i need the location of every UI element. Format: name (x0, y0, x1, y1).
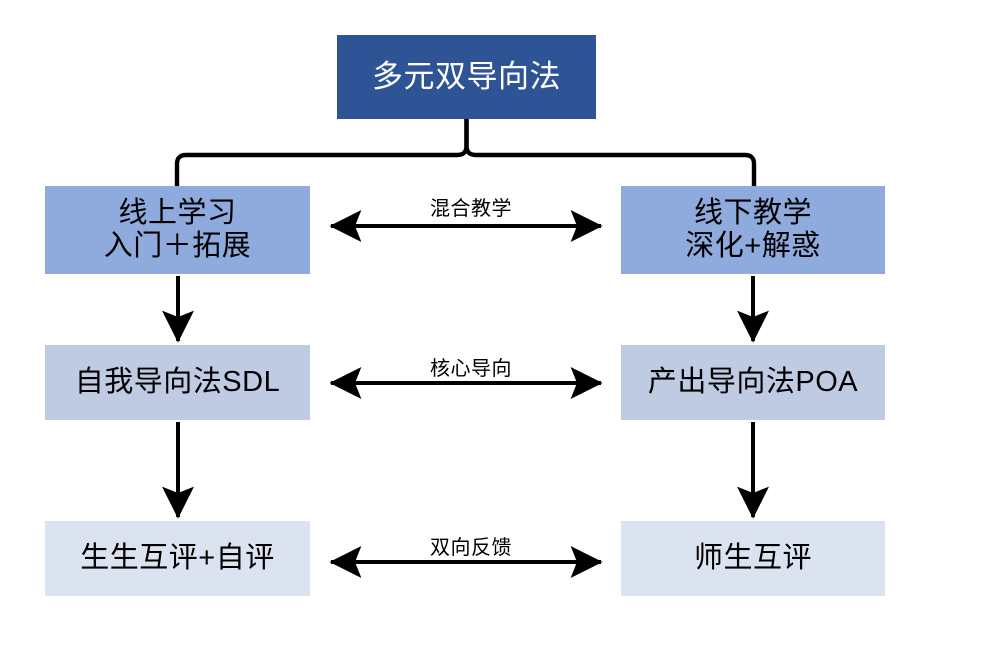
edge-label-two-way-feedback: 双向反馈 (430, 537, 512, 559)
node-title-label: 多元双导向法 (372, 59, 561, 95)
node-teacher-student-evaluation[interactable]: 师生互评 (621, 521, 885, 596)
node-sdl-label: 自我导向法SDL (74, 365, 281, 398)
node-offline-teaching-label-1: 线下教学 (693, 196, 812, 229)
edge-label-blended-teaching: 混合教学 (430, 198, 512, 220)
title-split-brace (174, 119, 757, 186)
node-peer-self-evaluation[interactable]: 生生互评+自评 (45, 521, 310, 596)
node-poa-label: 产出导向法POA (647, 365, 859, 398)
node-title[interactable]: 多元双导向法 (337, 35, 596, 119)
node-sdl[interactable]: 自我导向法SDL (45, 345, 310, 420)
node-online-learning-label-2: 入门＋拓展 (103, 230, 252, 262)
node-poa[interactable]: 产出导向法POA (621, 345, 885, 420)
node-teacher-student-evaluation-label: 师生互评 (693, 541, 812, 574)
edge-label-core-orientation: 核心导向 (430, 358, 512, 380)
node-peer-self-evaluation-label: 生生互评+自评 (80, 541, 275, 574)
node-offline-teaching[interactable]: 线下教学 深化+解惑 (621, 186, 885, 274)
node-online-learning-label-1: 线上学习 (118, 196, 237, 229)
node-offline-teaching-label-2: 深化+解惑 (685, 230, 821, 262)
node-online-learning[interactable]: 线上学习 入门＋拓展 (45, 186, 310, 274)
